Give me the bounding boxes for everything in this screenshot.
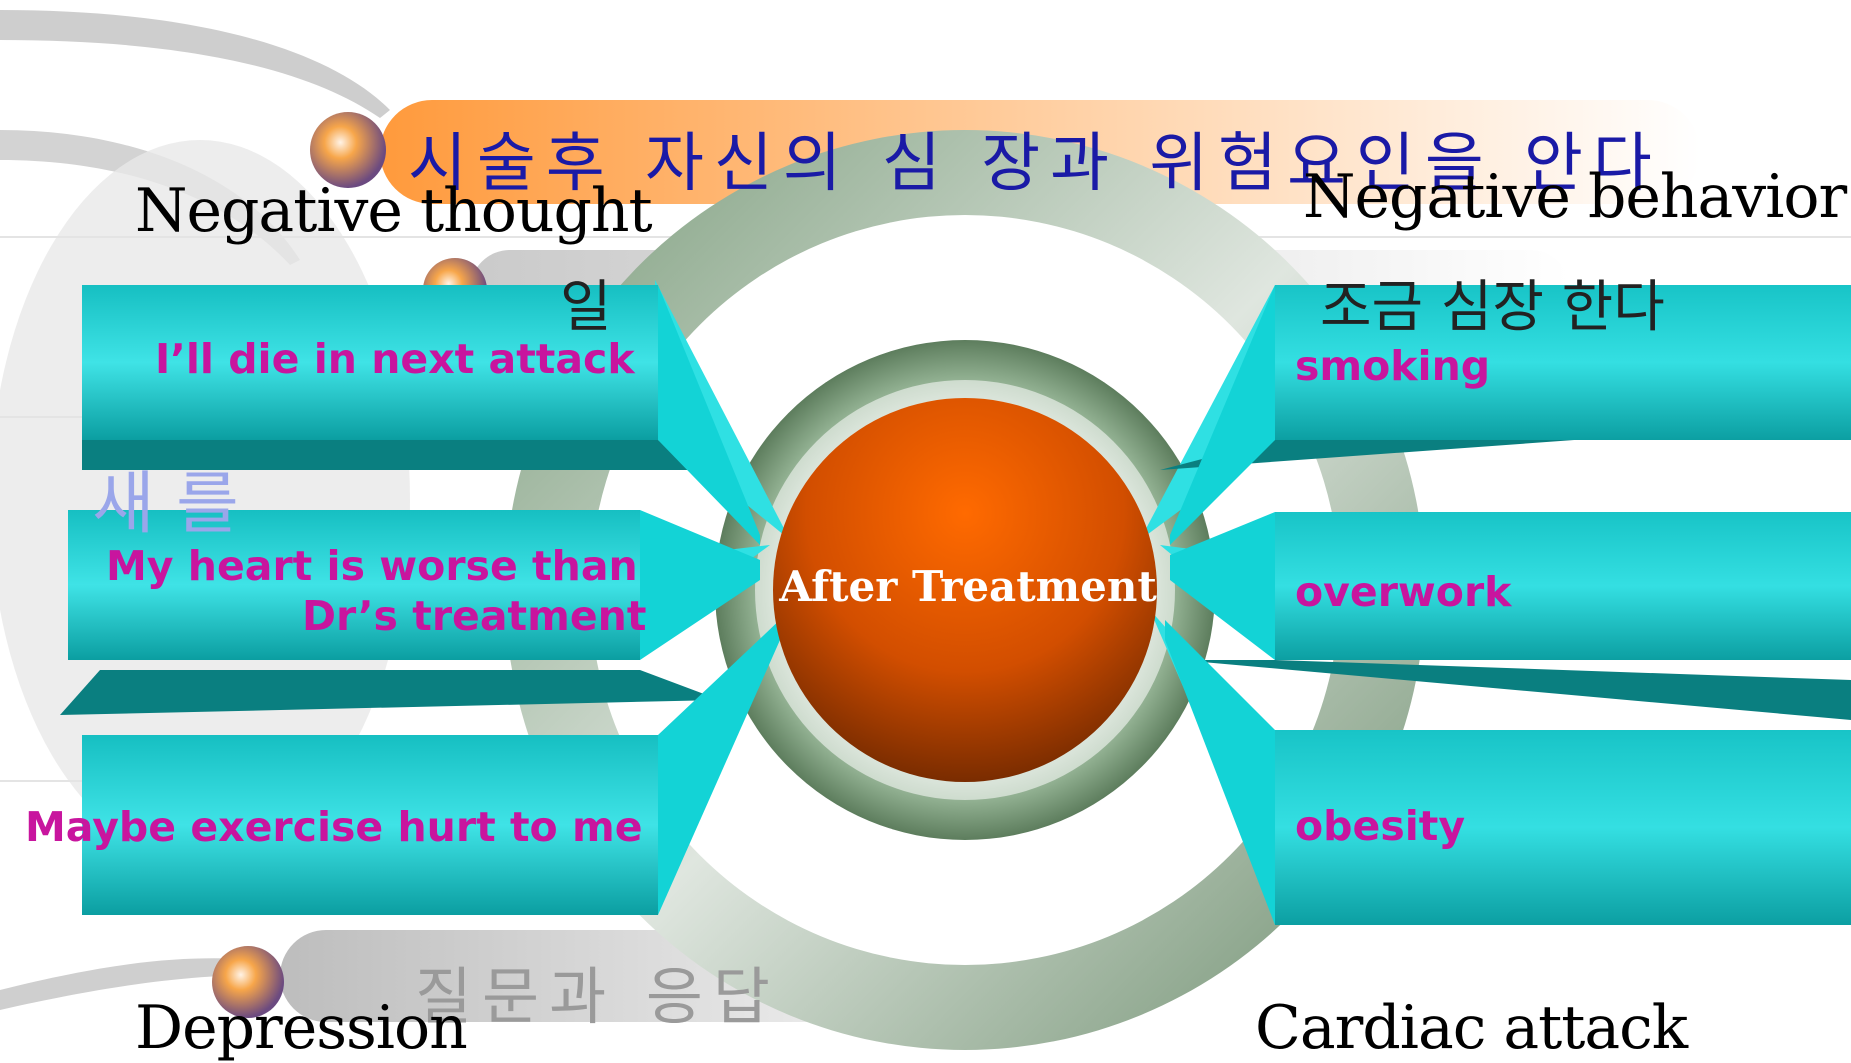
right-item-3: obesity [1295,801,1465,851]
left-item-3: Maybe exercise hurt to me [25,802,643,852]
center-label: After Treatment [778,562,1158,611]
label-cardiac-attack: Cardiac attack [1255,993,1687,1063]
label-depression: Depression [135,993,467,1063]
faded-korean-text: 새 를 [92,448,239,547]
partial-left-korean: 일 [560,262,612,343]
left-item-1: I’ll die in next attack [155,334,635,384]
label-negative-thought: Negative thought [135,176,652,246]
korean-bottom-text: 질문과 응답 [415,946,780,1036]
label-negative-behavior: Negative behavior [1303,162,1846,232]
right-item-1: smoking [1295,341,1490,391]
right-item-2: overwork [1295,567,1511,617]
partial-right-korean: 조금 심장 한다 [1320,262,1665,343]
left-item-2-line-2: Dr’s treatment [302,591,646,641]
left-item-2-line-1: My heart is worse than [106,541,638,591]
